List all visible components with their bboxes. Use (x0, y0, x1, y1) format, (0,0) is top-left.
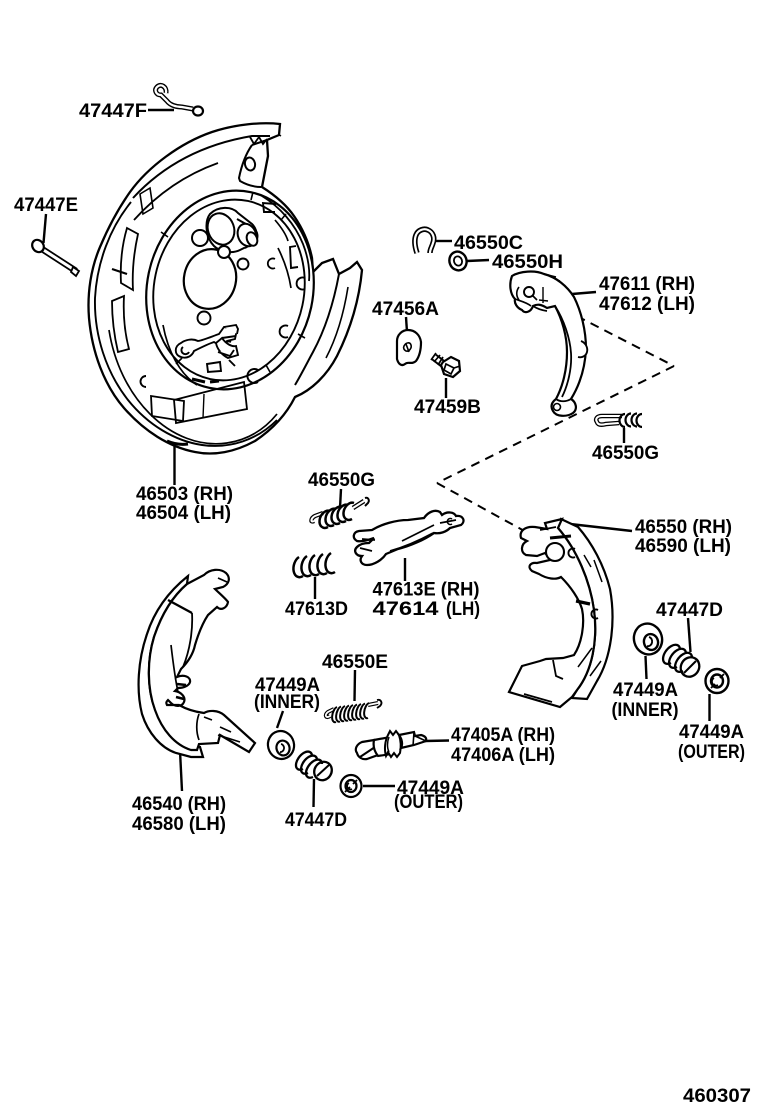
svg-text:460307: 460307 (683, 1085, 751, 1107)
svg-text:47456A: 47456A (372, 298, 439, 320)
svg-text:47459B: 47459B (414, 396, 481, 418)
svg-text:47449A: 47449A (255, 674, 320, 696)
svg-text:47447F: 47447F (79, 100, 147, 122)
svg-text:47449A: 47449A (397, 777, 464, 799)
svg-text:46580 (LH): 46580 (LH) (132, 813, 226, 835)
svg-text:46590 (LH): 46590 (LH) (635, 535, 731, 557)
svg-text:47449A: 47449A (679, 721, 744, 743)
svg-text:(INNER): (INNER) (612, 699, 679, 721)
svg-text:47611 (RH): 47611 (RH) (599, 273, 695, 295)
svg-text:46504 (LH): 46504 (LH) (136, 502, 231, 524)
svg-text:47614: 47614 (373, 598, 439, 620)
svg-text:47613E (RH): 47613E (RH) (373, 579, 480, 601)
svg-text:46550 (RH): 46550 (RH) (635, 516, 732, 538)
svg-text:(INNER): (INNER) (254, 691, 320, 713)
svg-text:47447D: 47447D (656, 599, 723, 621)
svg-text:46503 (RH): 46503 (RH) (136, 483, 233, 505)
svg-text:46550G: 46550G (308, 469, 375, 491)
svg-text:46540 (RH): 46540 (RH) (132, 793, 226, 815)
svg-text:47612 (LH): 47612 (LH) (599, 293, 695, 315)
svg-text:(OUTER): (OUTER) (394, 791, 463, 813)
svg-text:47447E: 47447E (14, 194, 78, 216)
svg-text:46550G: 46550G (592, 442, 659, 464)
svg-text:47447D: 47447D (285, 809, 347, 831)
svg-text:(LH): (LH) (446, 598, 480, 620)
svg-text:46550E: 46550E (322, 651, 388, 673)
svg-text:47405A (RH): 47405A (RH) (451, 724, 555, 746)
svg-text:46550C: 46550C (454, 232, 523, 254)
svg-text:46550H: 46550H (492, 251, 563, 273)
svg-text:47449A: 47449A (613, 679, 678, 701)
svg-text:47613D: 47613D (285, 598, 348, 620)
svg-text:(OUTER): (OUTER) (678, 741, 745, 763)
svg-text:47406A (LH): 47406A (LH) (451, 744, 555, 766)
